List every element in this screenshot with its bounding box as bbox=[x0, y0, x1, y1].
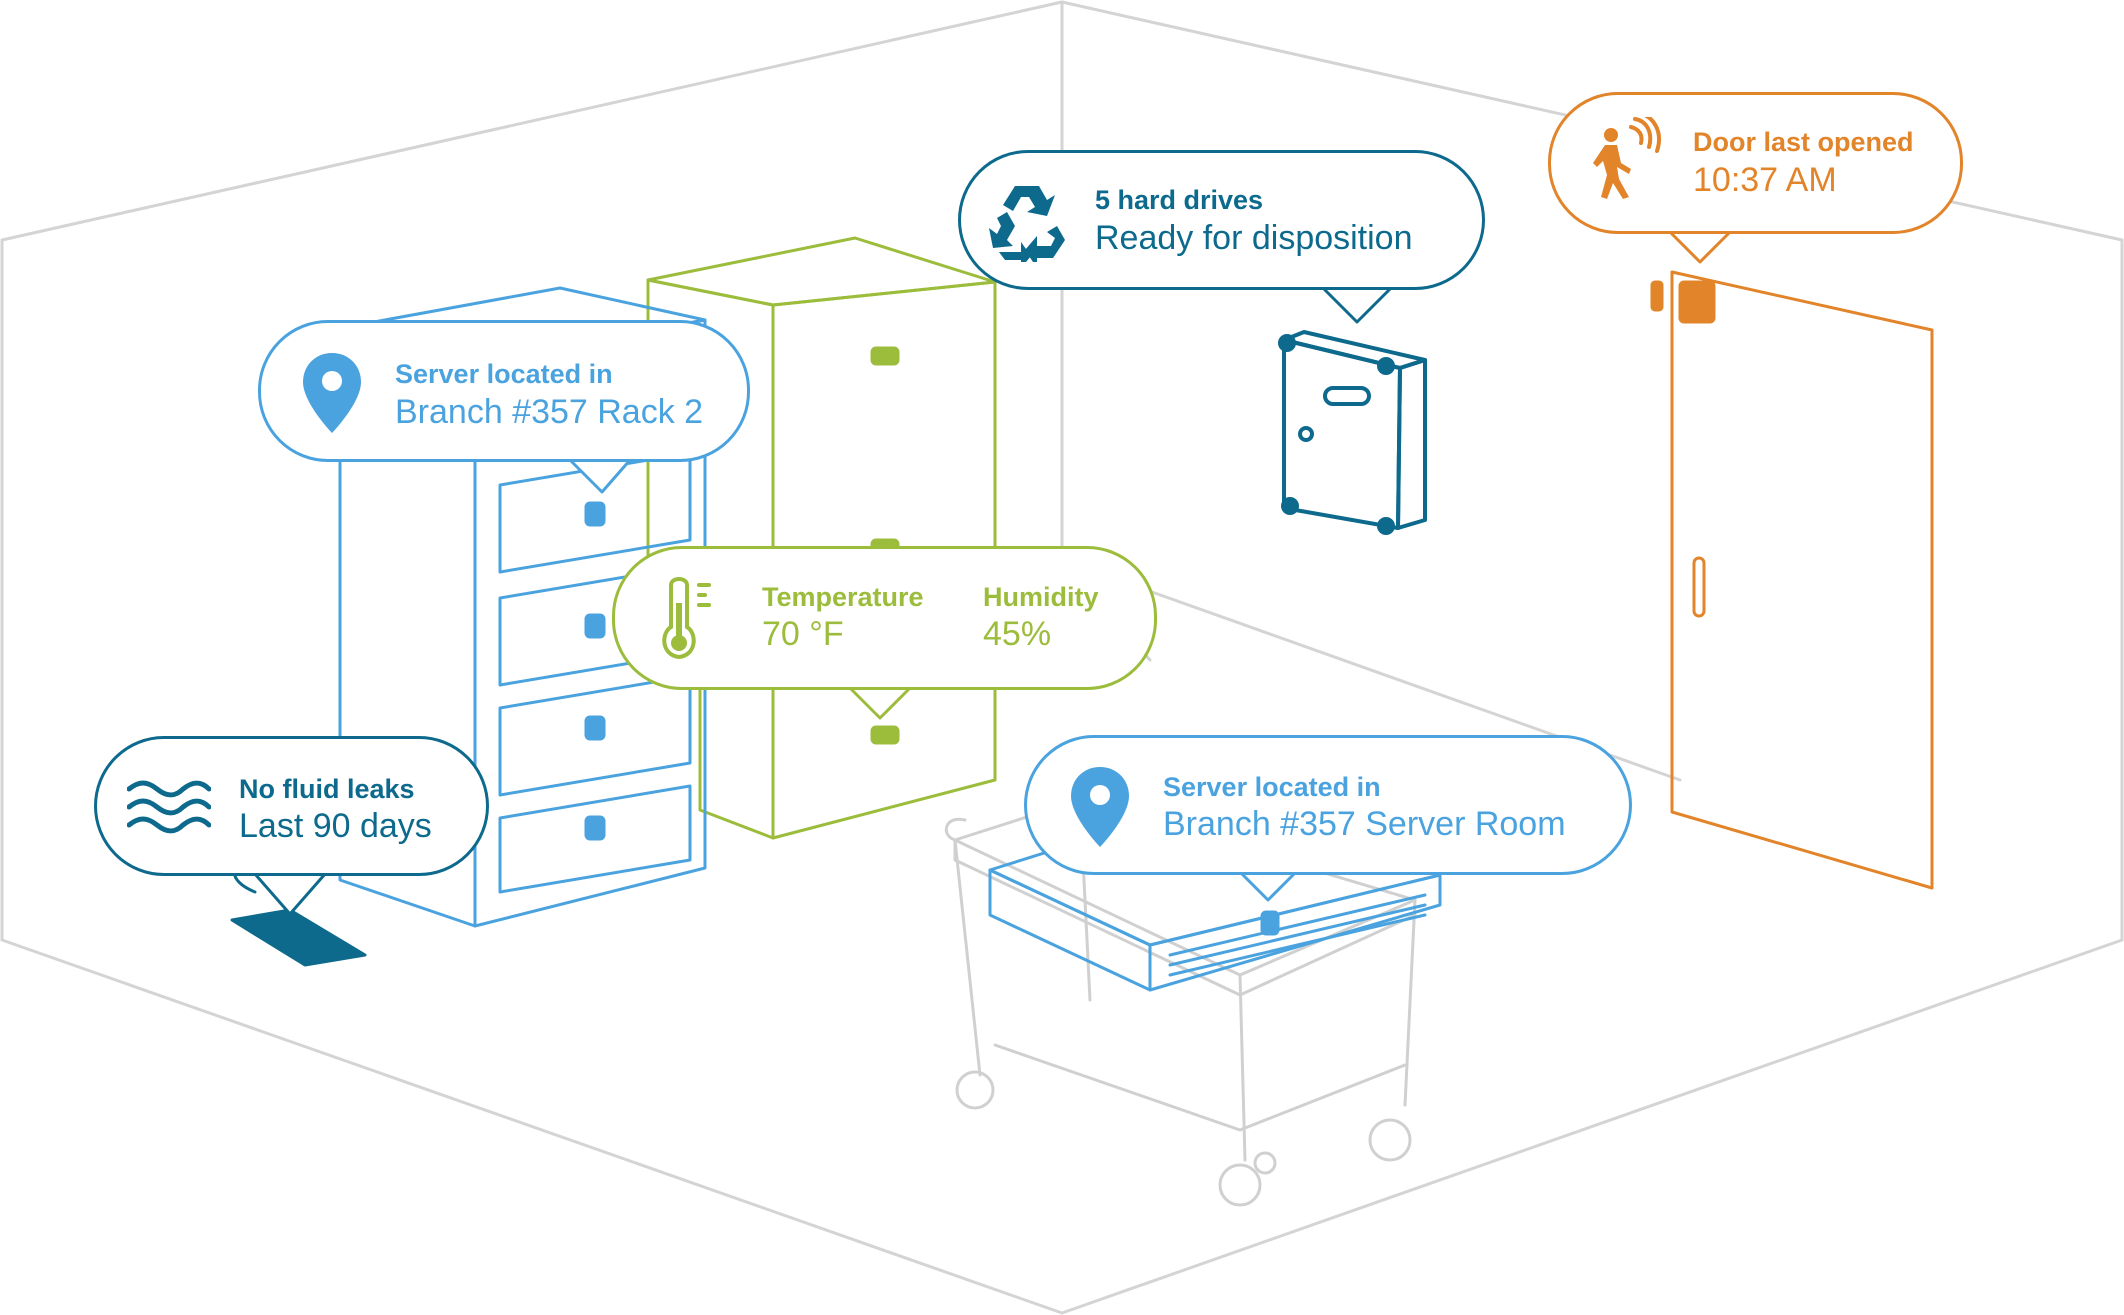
door-title: Door last opened bbox=[1693, 127, 1914, 157]
environment-callout: Temperature 70 °F Humidity 45% bbox=[612, 546, 1160, 697]
server-room-title: Server located in bbox=[1163, 772, 1381, 802]
rack-bubble-tail bbox=[568, 458, 632, 494]
temperature-value: 70 °F bbox=[762, 615, 844, 653]
door-bubble-tail bbox=[1668, 230, 1732, 264]
server-room-callout: Server located in Branch #357 Server Roo… bbox=[1024, 735, 1635, 882]
door bbox=[1650, 270, 1934, 890]
disposition-value: Ready for disposition bbox=[1095, 219, 1413, 257]
disposal-cabinet bbox=[1278, 330, 1427, 535]
leak-value: Last 90 days bbox=[239, 807, 432, 845]
door-callout: Door last opened 10:37 AM bbox=[1548, 92, 1966, 241]
humidity-value: 45% bbox=[983, 615, 1052, 653]
server-room-bubble-tail bbox=[1238, 870, 1298, 902]
server-room-value: Branch #357 Server Room bbox=[1163, 805, 1566, 843]
door-value: 10:37 AM bbox=[1693, 161, 1837, 199]
environment-bubble-tail bbox=[848, 686, 912, 720]
map-pin-icon bbox=[1071, 767, 1129, 847]
rack-location-callout: Server located in Branch #357 Rack 2 bbox=[258, 320, 753, 469]
rack-server bbox=[988, 810, 1442, 992]
rack-location-title: Server located in bbox=[395, 359, 613, 389]
leak-title: No fluid leaks bbox=[239, 774, 415, 804]
water-waves-icon bbox=[127, 780, 211, 834]
leak-callout: No fluid leaks Last 90 days bbox=[94, 736, 492, 883]
walking-person-motion-icon bbox=[1593, 117, 1661, 199]
disposition-bubble-tail bbox=[1320, 285, 1394, 324]
disposition-callout: 5 hard drives Ready for disposition bbox=[958, 150, 1488, 297]
leak-bubble-tail bbox=[253, 872, 327, 916]
recycle-icon bbox=[989, 186, 1065, 262]
thermometer-icon bbox=[662, 577, 711, 660]
map-pin-icon bbox=[303, 353, 361, 433]
disposition-title: 5 hard drives bbox=[1095, 185, 1264, 215]
rack-location-value: Branch #357 Rack 2 bbox=[395, 393, 704, 431]
humidity-label: Humidity bbox=[983, 582, 1099, 612]
temperature-label: Temperature bbox=[762, 582, 924, 612]
